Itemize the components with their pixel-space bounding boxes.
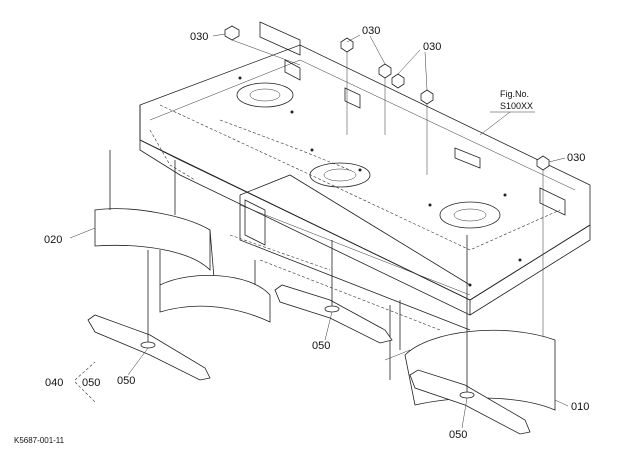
callout-050-blade-left: 050 bbox=[117, 375, 135, 387]
baffle-left-020 bbox=[94, 150, 216, 291]
callout-040-assembly: 040 bbox=[45, 377, 63, 389]
callout-030-nut-far-right: 030 bbox=[567, 152, 585, 164]
drawing-code: K5687-001-11 bbox=[14, 436, 65, 445]
callout-010-baffle: 010 bbox=[571, 401, 589, 413]
leader-lines bbox=[69, 33, 569, 429]
figure-number-value: S100XX bbox=[500, 101, 533, 111]
mower-deck-housing bbox=[139, 21, 591, 331]
figure-number-label: Fig.No. bbox=[500, 89, 529, 99]
callout-050-blade-mid: 050 bbox=[312, 340, 330, 352]
callout-030-nut-right: 030 bbox=[423, 41, 441, 53]
baffle-center bbox=[159, 250, 271, 323]
callout-040-050: 050 bbox=[82, 377, 100, 389]
callout-020-baffle: 020 bbox=[44, 234, 62, 246]
blade-left-050 bbox=[87, 250, 211, 381]
callout-030-nut-left: 030 bbox=[190, 31, 208, 43]
nut-part-030 bbox=[224, 25, 550, 171]
callout-050-blade-bottom: 050 bbox=[449, 429, 467, 441]
blade-right-050 bbox=[409, 235, 531, 435]
blade-mid-050 bbox=[274, 240, 393, 344]
callout-030-nut-center: 030 bbox=[362, 25, 380, 37]
